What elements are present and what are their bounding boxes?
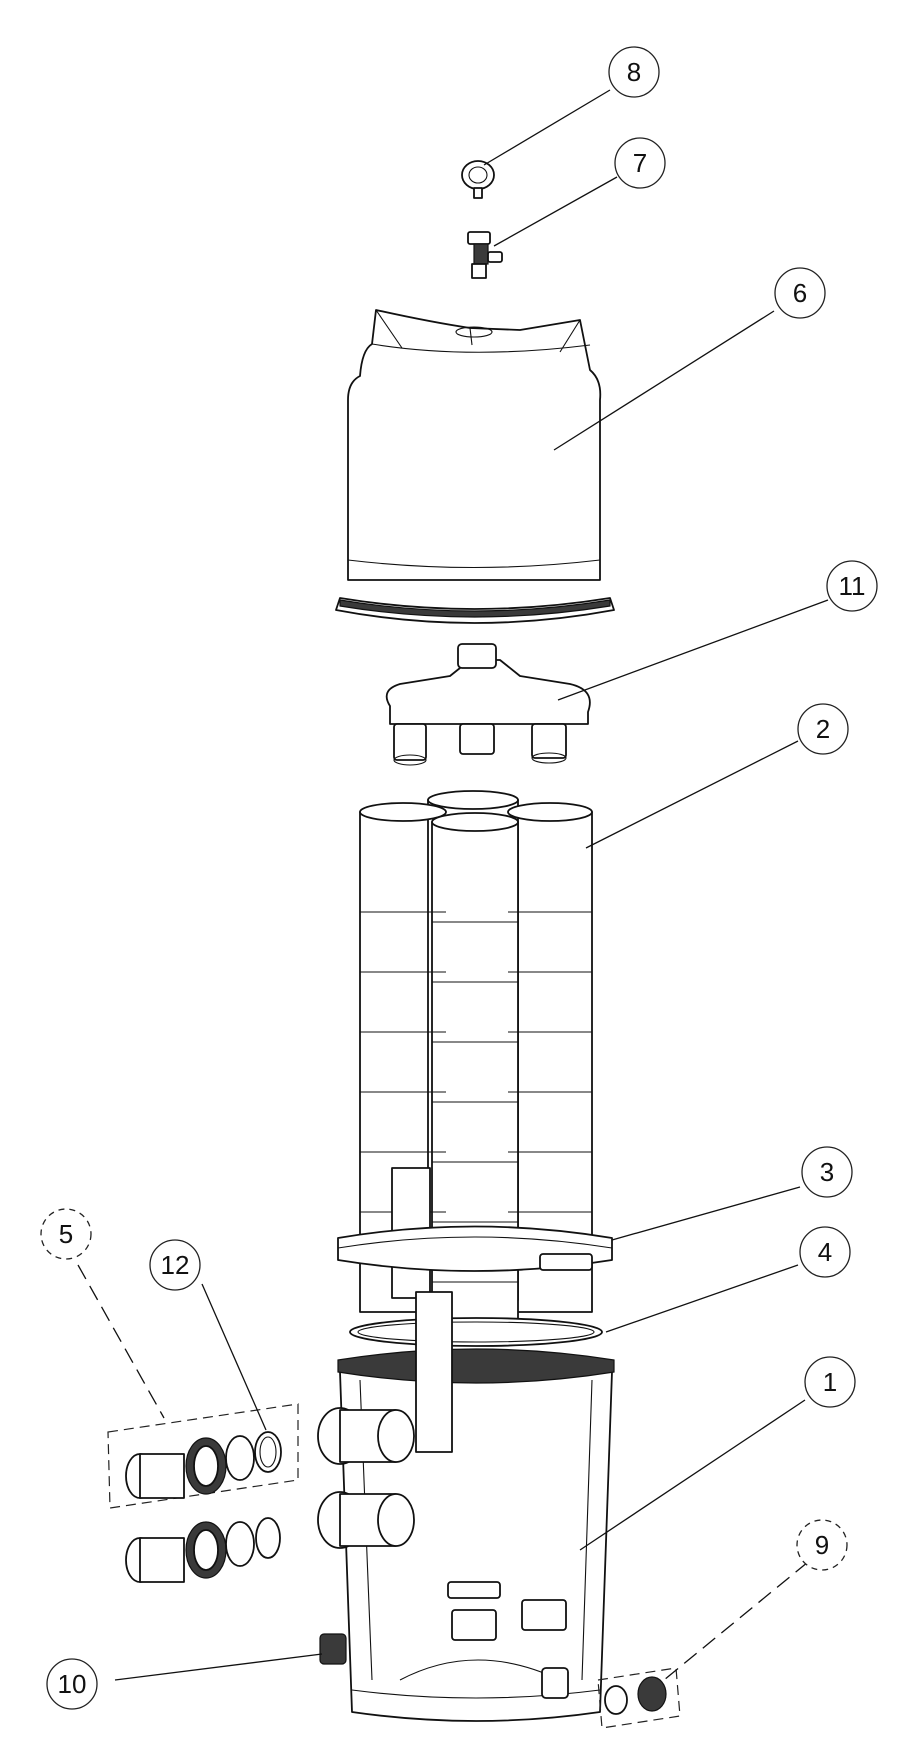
part-9-drain-plug-kit xyxy=(597,1667,681,1729)
callout-2-label: 2 xyxy=(816,714,830,744)
callout-12-label: 12 xyxy=(161,1250,190,1280)
leader-lines xyxy=(77,89,829,1681)
callout-11: 11 xyxy=(826,560,878,612)
callout-5-label: 5 xyxy=(59,1219,73,1249)
callout-5: 5 xyxy=(40,1208,92,1260)
tank-upper-port xyxy=(317,1407,415,1465)
callout-4-label: 4 xyxy=(818,1237,832,1267)
part-6-tank-lid xyxy=(335,309,615,624)
part-11-manifold xyxy=(385,643,591,766)
callout-10: 10 xyxy=(46,1658,98,1710)
callout-6-label: 6 xyxy=(793,278,807,308)
part-5-union-kit xyxy=(107,1403,299,1583)
callout-6: 6 xyxy=(774,267,826,319)
callout-4: 4 xyxy=(799,1226,851,1278)
union-assembly-lower xyxy=(125,1517,281,1583)
callout-3: 3 xyxy=(801,1146,853,1198)
callout-7-label: 7 xyxy=(633,148,647,178)
callout-9-label: 9 xyxy=(815,1530,829,1560)
union-assembly-upper xyxy=(125,1435,255,1499)
tank-lower-port xyxy=(317,1491,415,1549)
callout-10-label: 10 xyxy=(58,1669,87,1699)
callout-1: 1 xyxy=(804,1356,856,1408)
callout-9: 9 xyxy=(796,1519,848,1571)
part-7-air-relief-valve xyxy=(467,231,503,279)
callout-1-label: 1 xyxy=(823,1367,837,1397)
callout-2: 2 xyxy=(797,703,849,755)
callout-8: 8 xyxy=(608,46,660,98)
callout-8-label: 8 xyxy=(627,57,641,87)
part-3-clamp-ring xyxy=(337,1225,613,1272)
part-1-tank-body xyxy=(317,1291,615,1722)
callout-3-label: 3 xyxy=(820,1157,834,1187)
callout-12: 12 xyxy=(149,1239,201,1291)
part-10-drain-plug xyxy=(319,1633,347,1665)
part-12-union-oring xyxy=(254,1431,282,1473)
part-8-gauge xyxy=(461,160,495,199)
callout-7: 7 xyxy=(614,137,666,189)
part-4-tank-oring xyxy=(349,1317,603,1347)
callout-11-label: 11 xyxy=(839,571,866,601)
